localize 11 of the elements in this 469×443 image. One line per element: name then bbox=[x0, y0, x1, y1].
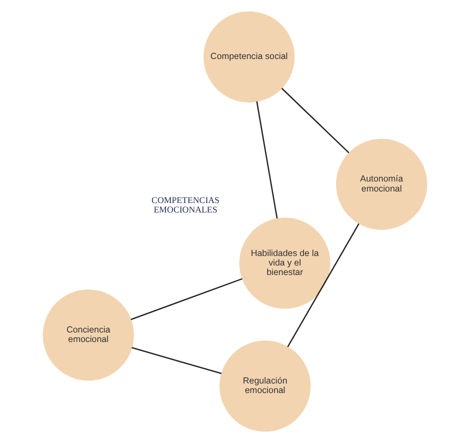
node-circle: Conciencia emocional bbox=[42, 290, 134, 381]
node-circle: Competencia social bbox=[203, 11, 294, 102]
connector bbox=[131, 347, 222, 374]
node-circle: Regulación emocional bbox=[219, 340, 310, 432]
node-circle: Autonomía emocional bbox=[336, 138, 427, 230]
label: COMPETENCIAS EMOCIONALES bbox=[151, 194, 219, 215]
connector bbox=[256, 101, 278, 219]
node-circle: Habilidades de la vida y el bienestar bbox=[238, 218, 330, 309]
connector bbox=[130, 278, 242, 320]
connector bbox=[286, 223, 359, 348]
connector bbox=[280, 88, 349, 154]
